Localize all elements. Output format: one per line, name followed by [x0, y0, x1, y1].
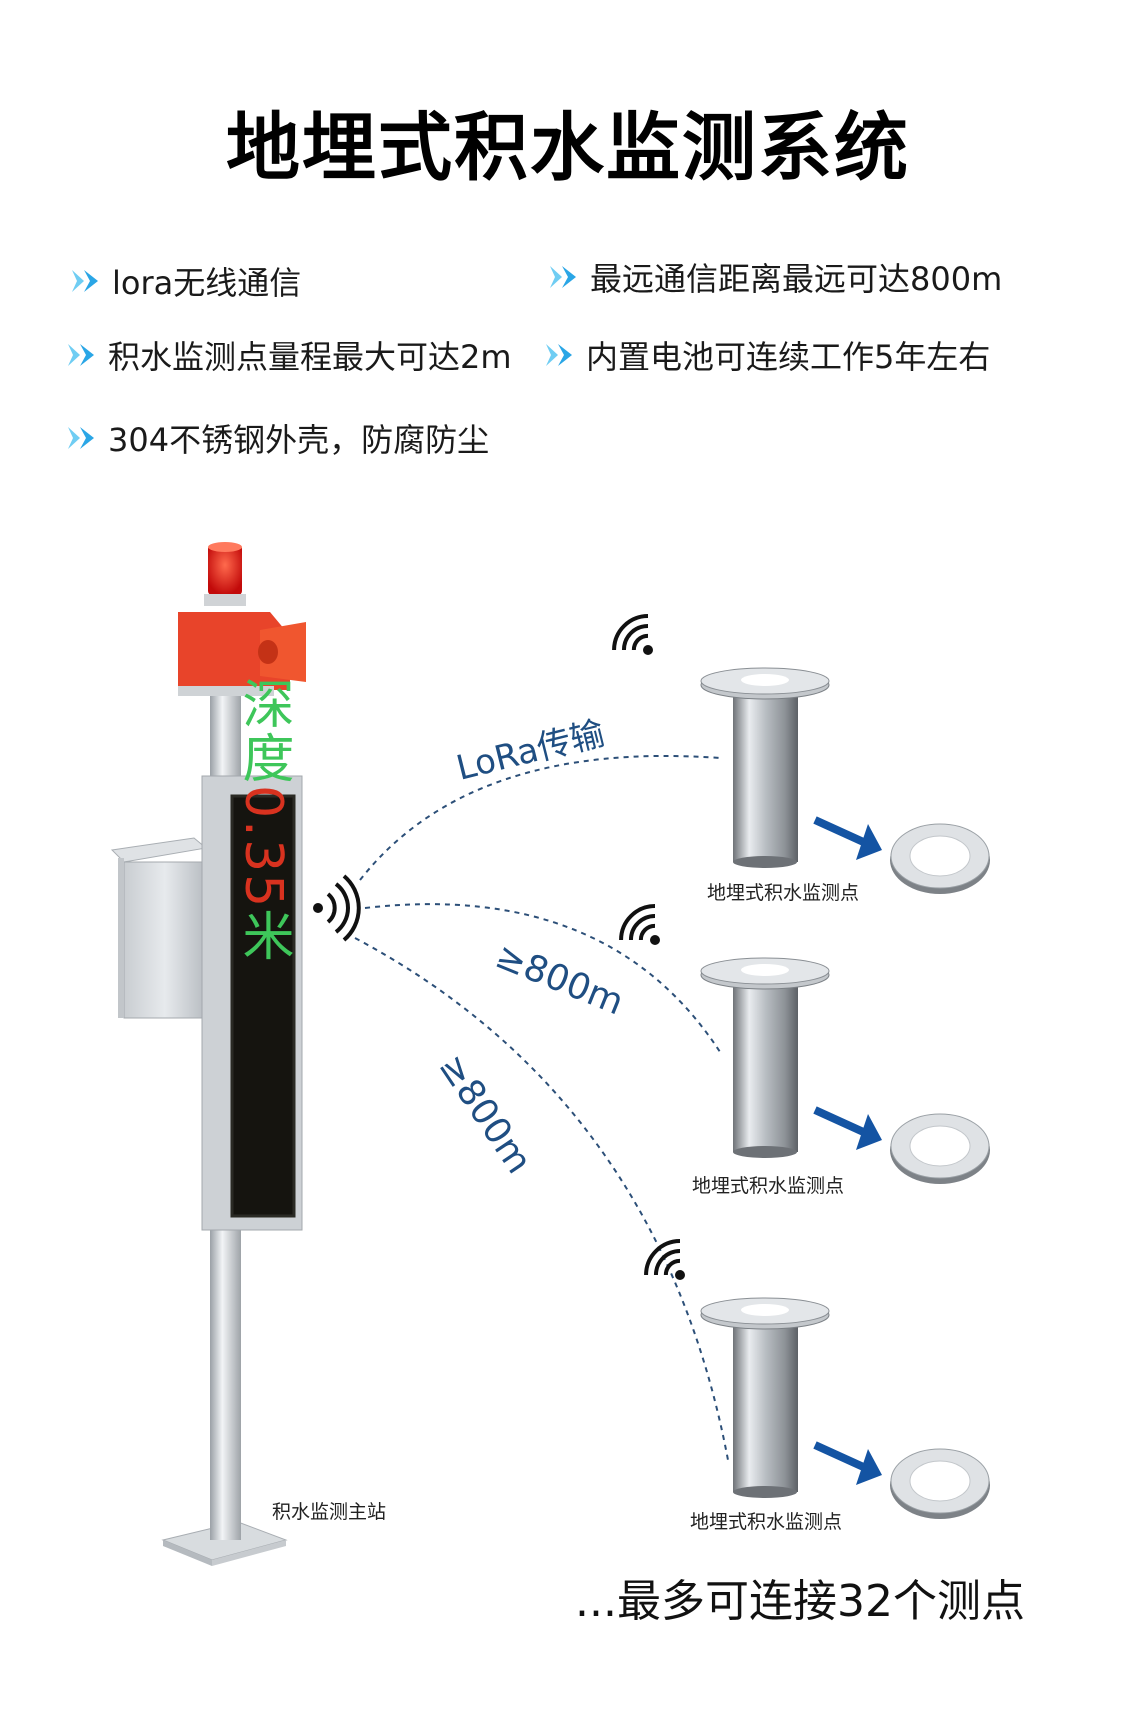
feature-range: 积水监测点量程最大可达2m	[66, 332, 512, 378]
feature-text: 最远通信距离最远可达800m	[590, 260, 1003, 298]
sensor-caption-3: 地埋式积水监测点	[690, 1511, 843, 1533]
feature-text: 304不锈钢外壳，防腐防尘	[108, 421, 490, 459]
feature-text: 内置电池可连续工作5年左右	[586, 338, 991, 376]
down-right-arrow-icon	[813, 1441, 882, 1485]
sensor-lid	[890, 823, 990, 894]
feature-housing: 304不锈钢外壳，防腐防尘	[66, 415, 489, 461]
link-sensor-2	[364, 903, 723, 1056]
buried-sensor-1	[700, 667, 830, 868]
wifi-signal-icon	[313, 874, 361, 942]
link-sensor-3	[354, 937, 729, 1461]
feature-text: 积水监测点量程最大可达2m	[108, 338, 512, 376]
feature-lora: lora无线通信	[70, 258, 301, 304]
sensor-lid	[890, 1448, 990, 1519]
distance-label-1: ≥800m	[490, 935, 630, 1023]
double-chevron-icon	[68, 427, 94, 449]
feature-text: lora无线通信	[112, 264, 302, 302]
page-title: 地埋式积水监测系统	[226, 105, 910, 191]
lora-label: LoRa传输	[453, 713, 609, 788]
alarm-siren	[178, 542, 306, 696]
double-chevron-icon	[68, 344, 94, 366]
sensor-caption-2: 地埋式积水监测点	[692, 1175, 845, 1197]
down-right-arrow-icon	[813, 816, 882, 860]
feature-distance: 最远通信距离最远可达800m	[548, 254, 1002, 300]
footer-note: ...最多可连接32个测点	[575, 1576, 1025, 1627]
double-chevron-icon	[550, 266, 576, 288]
double-chevron-icon	[546, 344, 572, 366]
wifi-signal-icon	[619, 904, 660, 945]
wifi-signal-icon	[644, 1239, 685, 1280]
buried-sensor-3	[700, 1297, 830, 1498]
distance-label-2: ≥800m	[431, 1047, 540, 1181]
sensor-caption-1: 地埋式积水监测点	[707, 882, 860, 904]
led-display	[201, 775, 303, 1231]
station-caption: 积水监测主站	[272, 1501, 387, 1523]
sensor-lid	[890, 1113, 990, 1184]
wifi-signal-icon	[612, 614, 653, 655]
lora-links	[354, 755, 729, 1461]
down-right-arrow-icon	[813, 1106, 882, 1150]
control-box	[110, 837, 208, 1019]
pole-base	[161, 1521, 288, 1566]
double-chevron-icon	[72, 270, 98, 292]
feature-battery: 内置电池可连续工作5年左右	[544, 332, 990, 378]
buried-sensor-2	[700, 957, 830, 1158]
link-sensor-1	[359, 755, 721, 881]
